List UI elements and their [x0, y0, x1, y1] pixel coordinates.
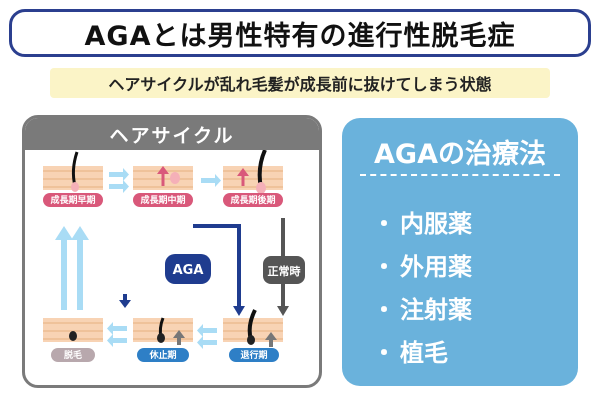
normal-label: 正常時: [268, 264, 301, 278]
hair-cycle-header-text: ヘアサイクル: [109, 124, 235, 147]
hair-bulb-icon: [69, 331, 77, 341]
growth-arrow-head-icon: [157, 166, 169, 174]
stage-label: 休止期: [148, 349, 176, 361]
hair-bulb-icon: [170, 172, 180, 184]
arrow-right-icon: [123, 168, 129, 181]
treatment-item-label: 注射薬: [400, 296, 472, 324]
left-up-arrows: [55, 226, 89, 310]
small-down-arrow: [119, 294, 131, 308]
arrow-down-icon: [277, 306, 289, 316]
arrow-down-icon: [233, 306, 245, 316]
hair-cycle-panel: ヘアサイクル 成長期早期 成長期中期: [22, 115, 322, 388]
stage-label: 成長期後期: [230, 194, 275, 206]
treatment-item-label: 植毛: [400, 339, 448, 367]
aga-arrow-line: [193, 224, 241, 308]
treatment-list: ・内服薬 ・外用薬 ・注射薬 ・植毛: [372, 200, 472, 372]
page-title-text: AGAとは男性特有の進行性脱毛症: [84, 20, 516, 52]
stage-label-pill: [43, 193, 103, 207]
treatment-item: ・内服薬: [372, 200, 472, 243]
hair-bulb-icon: [256, 182, 266, 194]
arrow-up-icon: [55, 226, 73, 240]
arrow-up-icon: [173, 330, 185, 338]
stage-label: 退行期: [240, 349, 267, 361]
stage-label-pill: [223, 193, 283, 207]
arrow-right-icon: [215, 174, 221, 187]
bullet: ・: [372, 253, 396, 281]
treatment-title: AGAの治療法: [374, 139, 546, 170]
page-subtitle-text: ヘアサイクルが乱れ毛髪が成長前に抜けてしまう状態: [108, 75, 492, 94]
stage-shedding: 脱毛: [43, 318, 103, 362]
bottom-row-arrows: [107, 322, 217, 349]
arrow-up-icon: [71, 226, 89, 240]
treatment-item: ・外用薬: [372, 243, 472, 286]
arrow-left-icon: [197, 324, 203, 337]
stage-late-growth: 成長期後期: [223, 150, 283, 207]
growth-arrow-head-icon: [237, 168, 249, 176]
treatment-item-label: 外用薬: [400, 253, 472, 281]
stage-label-pill: [137, 348, 189, 362]
bullet: ・: [372, 210, 396, 238]
stage-label: 成長期早期: [50, 194, 95, 206]
hair-cycle-header: ヘアサイクル: [25, 118, 319, 150]
arrow-up-icon: [265, 332, 277, 340]
stage-label: 成長期中期: [140, 194, 185, 206]
aga-branch: AGA: [165, 224, 245, 316]
page-subtitle: ヘアサイクルが乱れ毛髪が成長前に抜けてしまう状態: [50, 68, 550, 98]
arrow-left-icon: [107, 322, 113, 335]
treatment-item: ・注射薬: [372, 286, 472, 329]
aga-label-box: [165, 254, 211, 284]
aga-label: AGA: [173, 263, 204, 278]
stage-label: 脱毛: [64, 349, 82, 361]
bullet: ・: [372, 339, 396, 367]
bullet: ・: [372, 296, 396, 324]
arrow-left-icon: [197, 336, 203, 349]
arrow-down-icon: [119, 300, 131, 308]
treatment-item: ・植毛: [372, 329, 472, 372]
normal-label-box: [263, 256, 305, 284]
arrow-left-icon: [107, 334, 113, 347]
stage-resting: 休止期: [133, 317, 193, 362]
top-row-arrows: [109, 168, 221, 193]
treatment-divider: [360, 174, 560, 176]
stage-label-pill: [51, 348, 95, 362]
stage-label-pill: [133, 193, 193, 207]
hair-cycle-diagram: 成長期早期 成長期中期 成長期後期: [43, 150, 305, 362]
hair-bulb-icon: [247, 335, 255, 345]
treatment-panel: AGAの治療法 ・内服薬 ・外用薬 ・注射薬 ・植毛: [342, 118, 578, 386]
stage-regression: 退行期: [223, 309, 283, 362]
treatment-item-label: 内服薬: [400, 210, 472, 238]
stage-mid-growth: 成長期中期: [133, 166, 193, 207]
stage-early-growth: 成長期早期: [43, 151, 103, 207]
stage-label-pill: [229, 348, 279, 362]
hair-bulb-icon: [157, 333, 165, 343]
page-title: AGAとは男性特有の進行性脱毛症: [9, 9, 591, 57]
normal-branch: 正常時: [263, 218, 305, 316]
hair-bulb-icon: [71, 182, 79, 192]
arrow-right-icon: [123, 180, 129, 193]
